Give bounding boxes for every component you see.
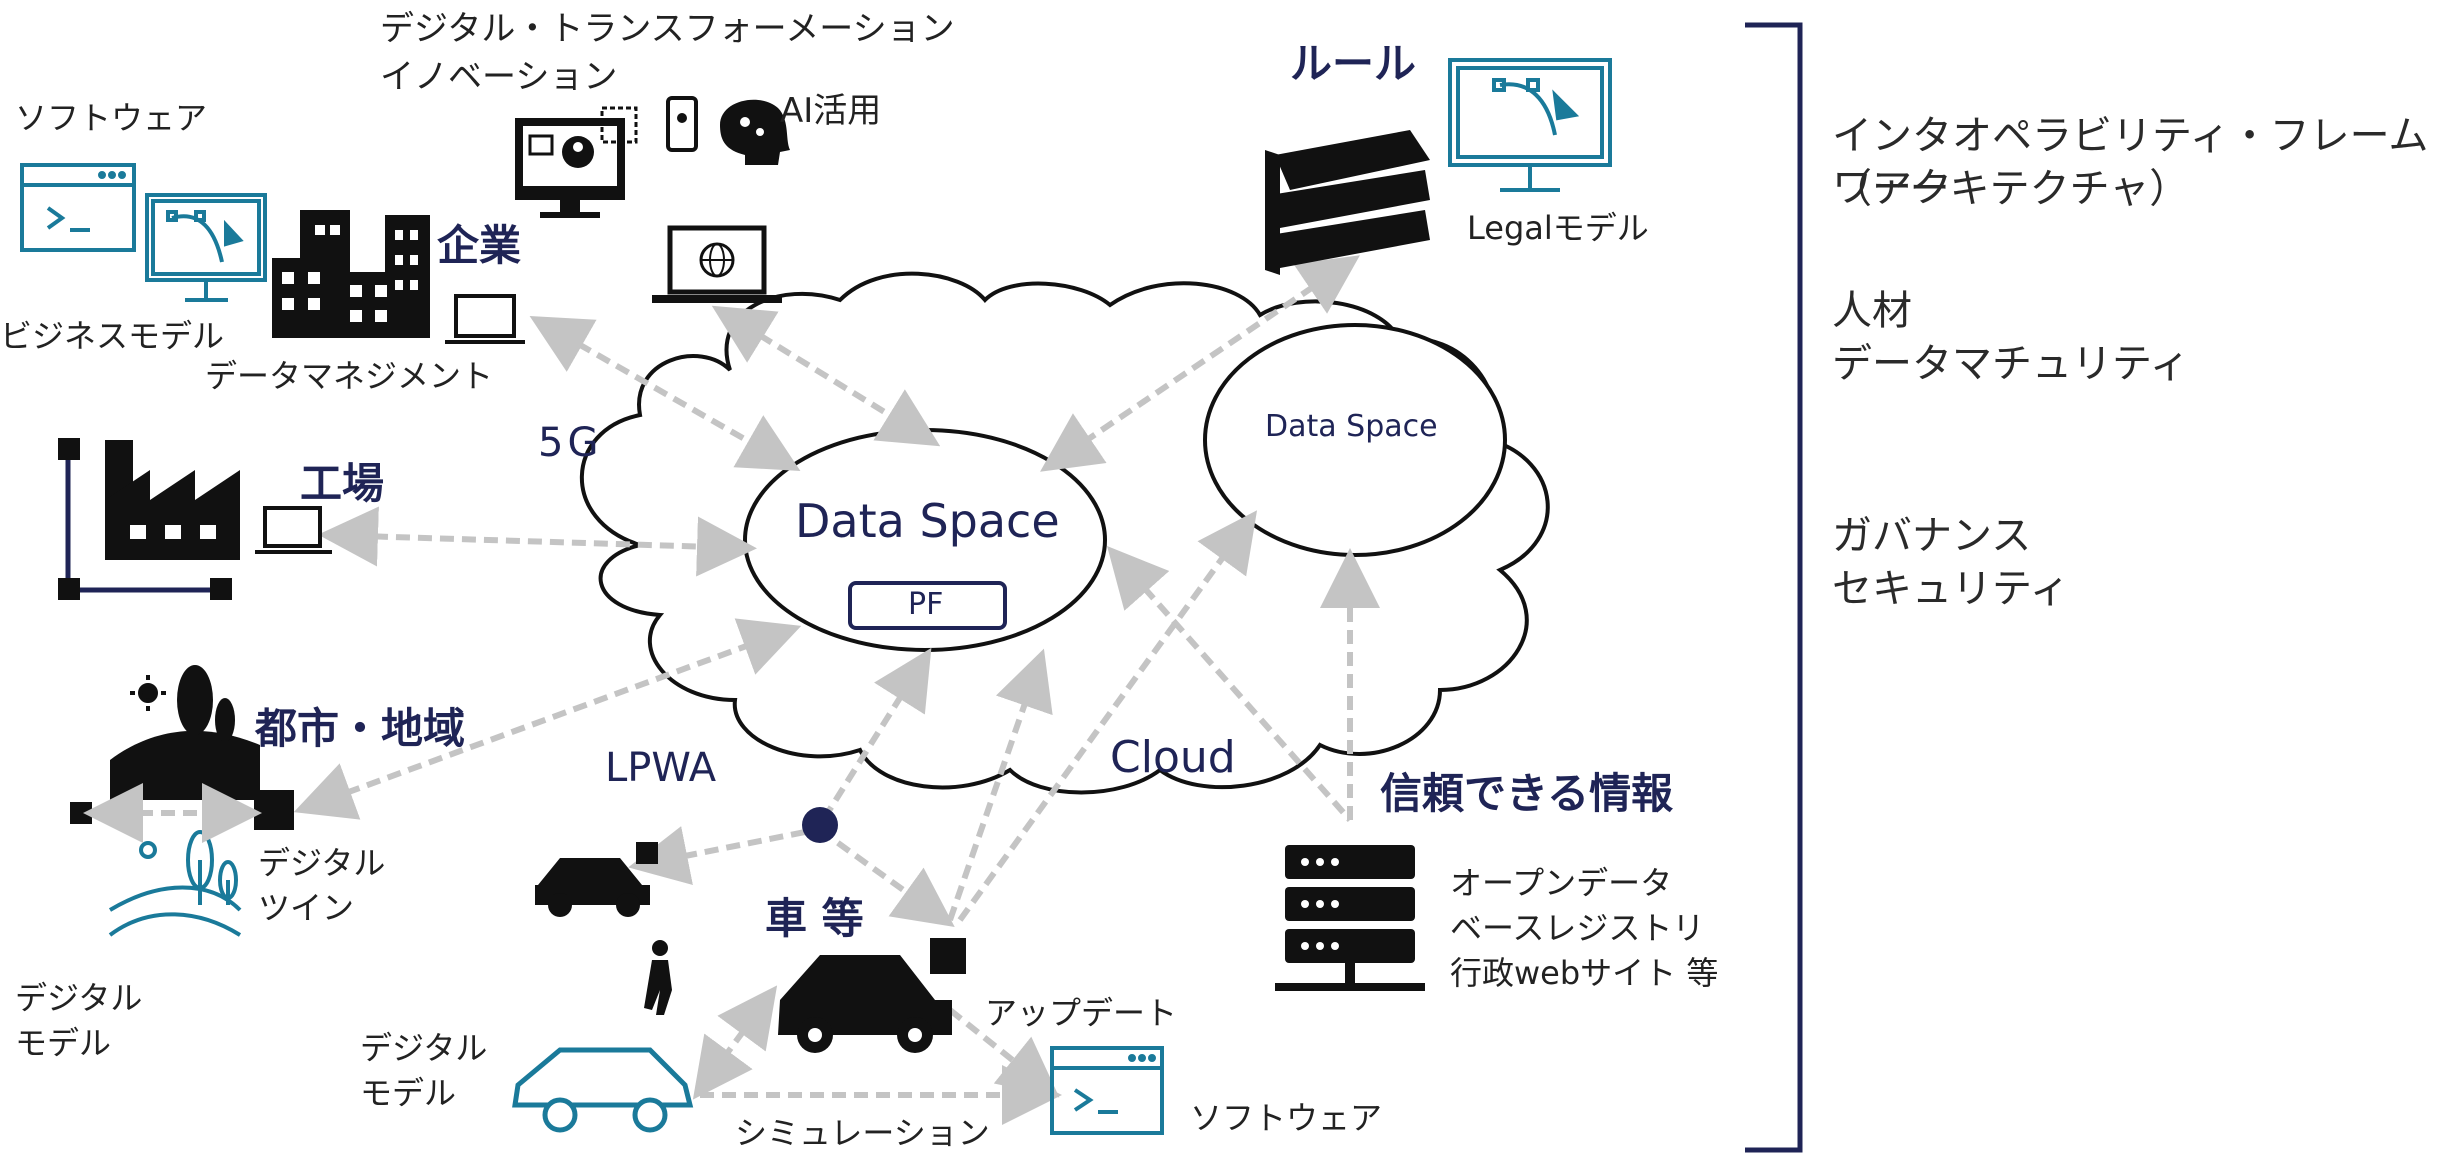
ai-head-icon <box>720 99 790 165</box>
digital-twin-label-1: デジタル <box>258 844 386 882</box>
gov-web-label: 行政webサイト 等 <box>1450 954 1719 992</box>
chip-icon-city <box>254 790 294 830</box>
lpwa-node <box>802 807 838 843</box>
laptop-globe-icon <box>652 225 782 303</box>
pedestrian-icon <box>644 940 672 1015</box>
digital-model-bottom-label-1: デジタル <box>360 1029 488 1067</box>
city-landscape-icon <box>110 665 260 800</box>
cloud-label: Cloud <box>1110 732 1236 783</box>
data-space-secondary-label: Data Space <box>1265 409 1438 444</box>
open-data-label: オープンデータ <box>1450 864 1673 902</box>
vehicle-label: 車 等 <box>765 894 864 943</box>
city-region-label: 都市・地域 <box>255 704 466 753</box>
data-space-main-label: Data Space <box>795 494 1060 548</box>
software-top-label: ソフトウェア <box>15 99 208 137</box>
books-icon <box>1265 130 1430 275</box>
chip-icon-car-main <box>930 938 966 974</box>
digital-model-left-label-1: デジタル <box>15 979 143 1017</box>
factory-icon <box>105 440 240 560</box>
software-bottom-label: ソフトウェア <box>1190 1099 1383 1137</box>
connection-arrows <box>293 255 1380 1125</box>
five-g-label: 5G <box>538 420 603 466</box>
terminal-window-icon-bottom <box>1050 1046 1164 1135</box>
hr-line2: データマチュリティ <box>1832 341 2190 387</box>
framework-line1: インタオペラビリティ・フレームワーク <box>1832 113 2429 211</box>
sun-icon <box>130 675 166 711</box>
right-bracket <box>1745 22 1803 1153</box>
car-icon-small <box>535 858 650 917</box>
dx-title-line1: デジタル・トランスフォーメーション <box>380 9 955 49</box>
hr-line1: 人材 <box>1832 288 1912 334</box>
laptop-icon-factory <box>255 506 332 554</box>
framework-line2: （アーキテクチャ） <box>1832 166 2190 212</box>
design-monitor-icon <box>145 193 267 302</box>
pf-label: PF <box>908 587 944 622</box>
dx-title-line2: イノベーション <box>380 57 618 97</box>
data-management-label: データマネジメント <box>205 357 494 395</box>
car-outline-icon <box>512 1047 694 1133</box>
legal-model-label: Legalモデル <box>1467 209 1649 247</box>
gov-line2: セキュリティ <box>1832 566 2070 612</box>
trusted-info-label: 信頼できる情報 <box>1380 769 1674 818</box>
update-label: アップデート <box>985 994 1178 1032</box>
rules-label: ルール <box>1290 39 1417 88</box>
pf-box <box>848 581 1007 630</box>
dx-monitor-icon <box>515 106 638 218</box>
factory-label: 工場 <box>300 459 385 508</box>
digital-model-bottom-label-2: モデル <box>360 1074 457 1112</box>
lpwa-label: LPWA <box>605 745 717 791</box>
smartphone-icon <box>666 96 698 152</box>
digital-model-left-label-2: モデル <box>15 1024 112 1062</box>
enterprise-label: 企業 <box>437 221 522 270</box>
terminal-window-icon <box>20 163 136 252</box>
simulation-label: シミュレーション <box>735 1114 990 1152</box>
chip-icon-car-small <box>636 842 658 864</box>
business-model-label: ビジネスモデル <box>0 317 225 355</box>
digital-twin-landscape-icon <box>108 830 242 937</box>
legal-monitor-icon <box>1448 58 1612 192</box>
laptop-icon-enterprise <box>445 294 525 344</box>
chip-network-icon <box>58 438 232 600</box>
server-icon <box>1275 845 1425 991</box>
gov-line1: ガバナンス <box>1832 513 2032 559</box>
chip-icon-left <box>70 802 92 824</box>
ai-label: AI活用 <box>780 91 882 131</box>
digital-twin-label-2: ツイン <box>258 889 355 927</box>
car-icon-main <box>778 955 952 1035</box>
base-registry-label: ベースレジストリ <box>1450 909 1705 947</box>
office-buildings-icon <box>272 210 430 338</box>
